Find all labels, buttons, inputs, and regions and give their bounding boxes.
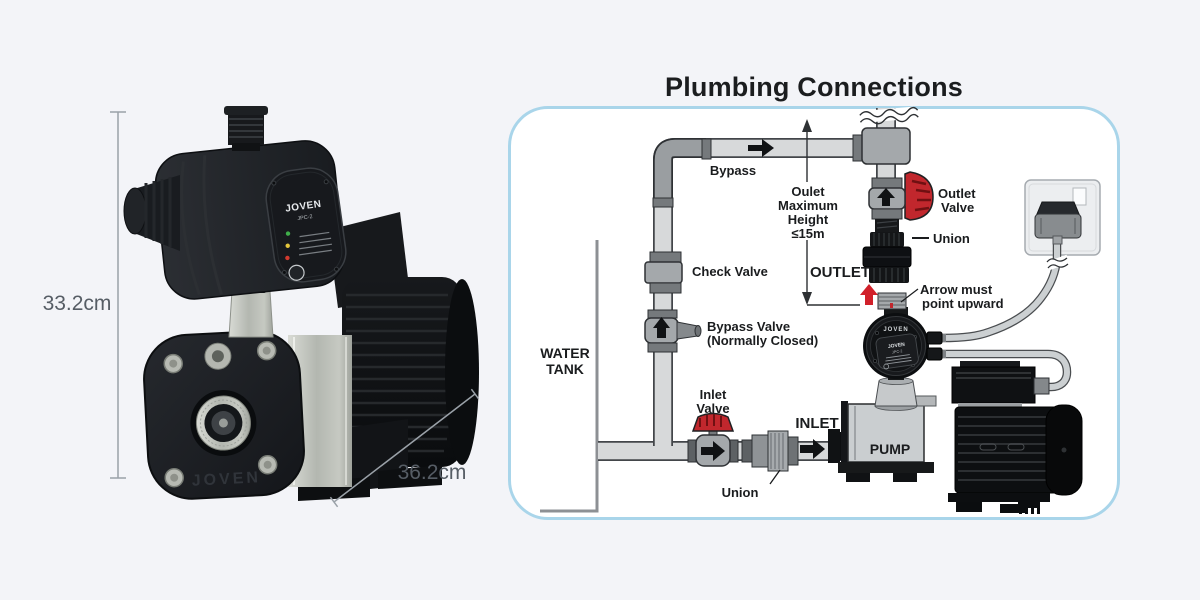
outlet-height-dimension xyxy=(779,119,860,306)
product-photo: 33.2cm xyxy=(43,106,480,508)
pump-label: PUMP xyxy=(870,441,910,457)
toothed-foot xyxy=(1018,500,1040,514)
union-top-label: Union xyxy=(933,231,970,246)
outlet-valve-label-line2: Valve xyxy=(941,200,974,215)
elbow-collar2 xyxy=(701,138,712,160)
bypass-valve-label-line1: Bypass Valve xyxy=(707,319,790,334)
height-dimension: 33.2cm xyxy=(43,111,126,479)
panel-model: JPC-2 xyxy=(892,349,903,354)
pump-housing xyxy=(838,395,937,482)
panel-brand: JOVEN xyxy=(888,342,906,350)
outlet-max-line3: Height xyxy=(788,212,829,227)
controller-ports xyxy=(926,331,946,361)
diagram-controller-brand: JOVEN xyxy=(883,327,908,333)
hoses xyxy=(941,240,1072,392)
water-tank-wall xyxy=(540,240,599,513)
outlet-arrow-icon xyxy=(860,284,878,305)
arrow-note-line1: Arrow must xyxy=(920,282,993,297)
power-plug-icon xyxy=(1034,201,1082,245)
width-dimension-label: 36.2cm xyxy=(398,461,467,484)
adjuster-knob xyxy=(123,175,180,251)
elbow-collar xyxy=(652,197,674,208)
led-failure xyxy=(285,255,290,261)
inlet-valve xyxy=(687,412,739,467)
plumbing-diagram: JOVEN JOVEN JPC-2 xyxy=(540,106,1101,514)
top-port xyxy=(224,106,268,151)
tee-fitting-top xyxy=(852,127,911,165)
height-dimension-label: 33.2cm xyxy=(43,292,112,315)
inlet-arrow-icon xyxy=(800,439,825,459)
socket-switch xyxy=(1072,187,1087,206)
union-top xyxy=(862,219,912,283)
cable-break-mark xyxy=(1046,254,1070,271)
pipe-break-mark xyxy=(857,106,919,125)
diagram-controller: JOVEN JOVEN JPC-2 xyxy=(863,307,929,379)
union-bottom-pointer xyxy=(769,469,781,485)
bypass-valve xyxy=(644,309,702,353)
led-pump xyxy=(285,243,290,248)
bypass-valve-arrow-icon xyxy=(653,317,670,338)
motor xyxy=(342,277,479,467)
flange-bolts xyxy=(163,340,278,488)
conduit-fitting xyxy=(1033,377,1050,395)
width-dimension: 36.2cm xyxy=(329,388,480,508)
controller-face: JOVEN JPC-2 xyxy=(265,167,347,283)
inlet-valve-arrow-icon xyxy=(701,441,725,461)
bypass-label: Bypass xyxy=(710,163,756,178)
outlet-max-line2: Maximum xyxy=(778,198,838,213)
outlet-max-line1: Oulet xyxy=(791,184,825,199)
outlet-label: OUTLET xyxy=(810,264,870,281)
union-bottom xyxy=(741,430,799,472)
union-bottom-label: Union xyxy=(722,485,759,500)
arrow-note-pointer xyxy=(900,288,919,303)
plumbing-diagram-panel: JOVEN JOVEN JPC-2 xyxy=(508,106,1120,520)
water-tank-label-line1: WATER xyxy=(540,345,590,361)
controller-adapter xyxy=(877,292,907,310)
embossed-brand: JOVEN xyxy=(191,469,261,490)
check-valve-label: Check Valve xyxy=(692,264,768,279)
water-tank-label-line2: TANK xyxy=(546,361,584,377)
inlet-port xyxy=(190,390,257,457)
outlet-valve xyxy=(868,171,934,221)
outlet-max-line4: ≤15m xyxy=(791,226,824,241)
arrow-note-line2: point upward xyxy=(922,296,1004,311)
inlet-label: INLET xyxy=(795,415,838,432)
flow-arrow-icon xyxy=(748,139,774,157)
controller-brand-label: JOVEN xyxy=(285,199,323,215)
controller-model-label: JPC-2 xyxy=(297,214,313,222)
diagram-motor xyxy=(948,361,1083,514)
inlet-valve-label-line2: Valve xyxy=(696,401,729,416)
inlet-valve-label-line1: Inlet xyxy=(700,387,727,402)
face-screws xyxy=(271,179,339,275)
controller-panel: JOVEN JPC-2 xyxy=(875,333,919,370)
bypass-valve-label-line2: (Normally Closed) xyxy=(707,333,818,348)
spec-lines xyxy=(299,231,333,256)
led-power xyxy=(285,231,291,236)
outlet-valve-label-line1: Outlet xyxy=(938,186,976,201)
check-valve xyxy=(644,251,683,294)
outlet-valve-arrow-icon xyxy=(877,188,895,206)
diagram-title: Plumbing Connections xyxy=(665,72,963,102)
pump-front-flange: JOVEN xyxy=(143,330,305,500)
reset-button xyxy=(288,264,305,281)
